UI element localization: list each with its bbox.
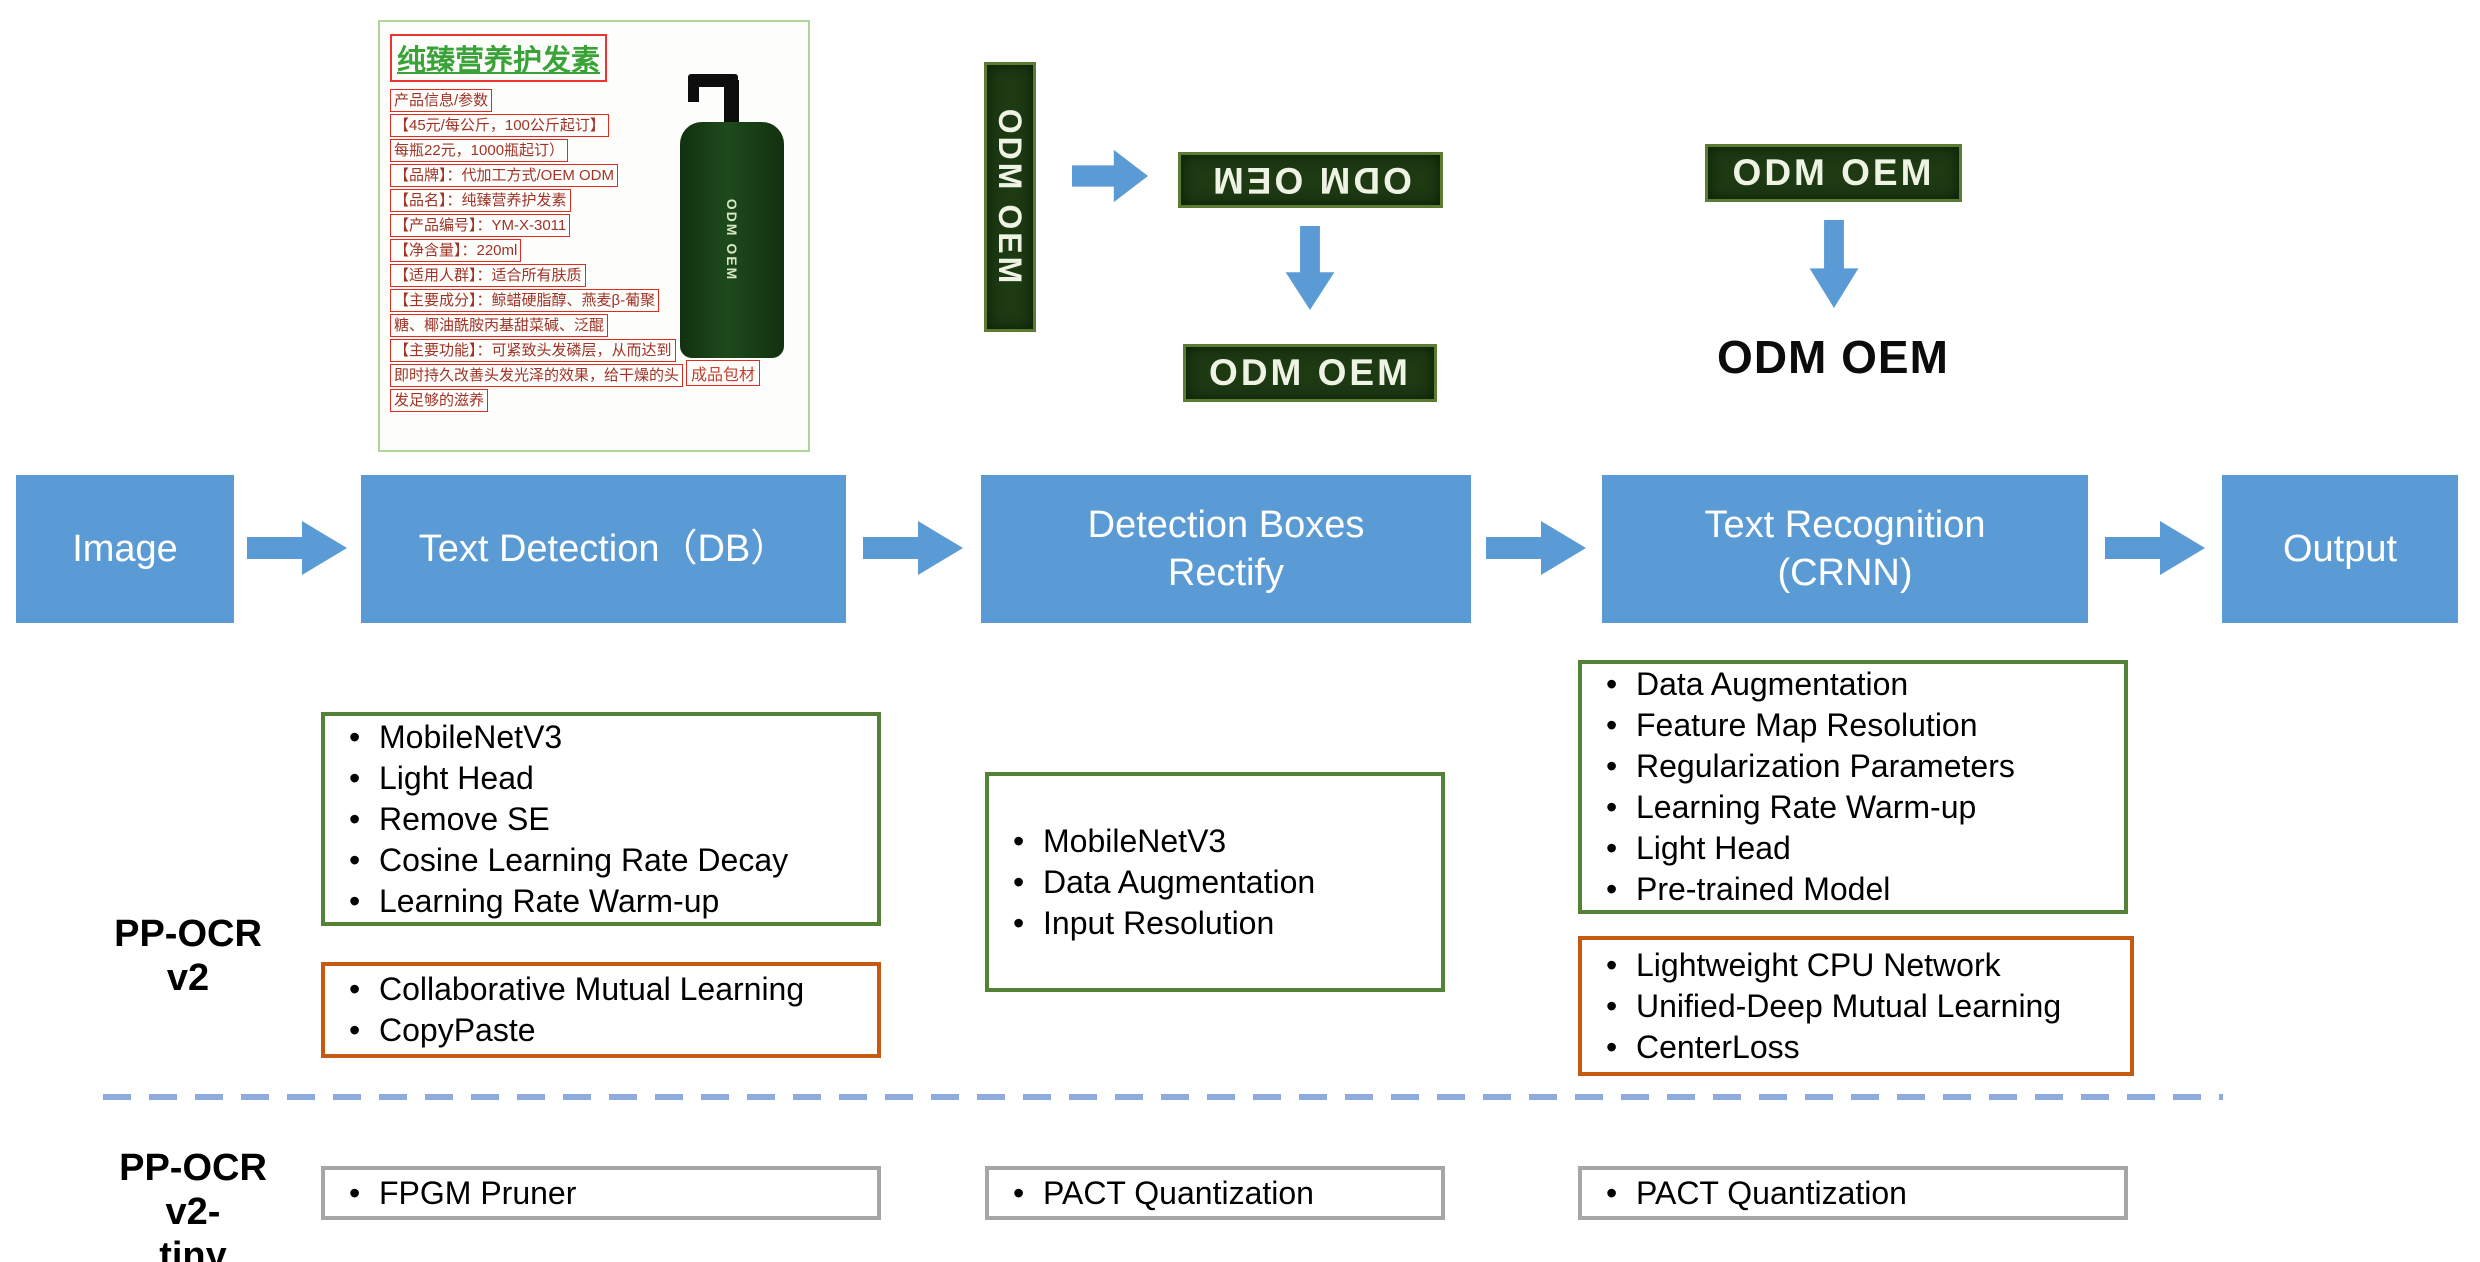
- rectified-crop: ODM OEM: [1183, 344, 1437, 402]
- detected-crop-vertical: ODM OEM: [984, 62, 1036, 332]
- arrow-right-icon: [1486, 517, 1586, 579]
- list-item: Cosine Learning Rate Decay: [341, 840, 867, 881]
- list-item: Data Augmentation: [1005, 862, 1431, 903]
- arrow-right-icon: [2105, 517, 2205, 579]
- recognition-new-strategies-box: Lightweight CPU Network Unified-Deep Mut…: [1578, 936, 2134, 1076]
- list-item: Lightweight CPU Network: [1598, 945, 2120, 986]
- list-item: Learning Rate Warm-up: [1598, 787, 2114, 828]
- sample-input-image: 纯臻营养护发素 产品信息/参数 【45元/每公斤，100公斤起订】 每瓶22元，…: [378, 20, 810, 452]
- list-item: CopyPaste: [341, 1010, 867, 1051]
- ocr-text-line: 【主要成分】：鲸蜡硬脂醇、燕麦β-葡聚: [390, 289, 798, 314]
- ocr-text-line: 【主要功能】：可紧致头发磷层，从而达到: [390, 339, 798, 364]
- ocr-text-line: 【品牌】：代加工方式/OEM ODM: [390, 164, 798, 189]
- detected-title-box: 纯臻营养护发素: [390, 34, 608, 82]
- tiny-detection-box: FPGM Pruner: [321, 1166, 881, 1220]
- product-title-text: 纯臻营养护发素: [397, 45, 601, 77]
- stage-image: Image: [16, 475, 234, 623]
- dashed-divider: [103, 1094, 2223, 1100]
- detection-new-strategies-box: Collaborative Mutual Learning CopyPaste: [321, 962, 881, 1058]
- detection-strategies-box: MobileNetV3 Light Head Remove SE Cosine …: [321, 712, 881, 926]
- list-item: Pre-trained Model: [1598, 869, 2114, 910]
- arrow-right-icon: [247, 517, 347, 579]
- recognition-output-text: ODM OEM: [1717, 331, 1949, 383]
- ocr-text-line: 【适用人群】：适合所有肤质: [390, 264, 798, 289]
- list-item: Remove SE: [341, 799, 867, 840]
- list-item: CenterLoss: [1598, 1027, 2120, 1068]
- ocr-text-line: 产品信息/参数: [390, 89, 798, 114]
- recognition-input-crop: ODM OEM: [1705, 144, 1962, 202]
- shampoo-bottle-image: ODM OEM: [672, 66, 792, 362]
- list-item: PACT Quantization: [1005, 1173, 1431, 1214]
- ocr-text-line: 发足够的滋养: [390, 389, 798, 414]
- detected-crop-flipped: ODM OEM: [1178, 152, 1443, 208]
- list-item: MobileNetV3: [341, 717, 867, 758]
- arrow-down-icon: [1806, 220, 1862, 308]
- ocr-text-line: 【产品编号】：YM-X-3011: [390, 214, 798, 239]
- list-item: Collaborative Mutual Learning: [341, 969, 867, 1010]
- list-item: Light Head: [341, 758, 867, 799]
- row-label-ppocr-v2: PP-OCR v2: [114, 913, 262, 999]
- ocr-text-line: 每瓶22元，1000瓶起订）: [390, 139, 798, 164]
- bottle-label-text: ODM OEM: [724, 198, 740, 282]
- rectify-strategies-box: MobileNetV3 Data Augmentation Input Reso…: [985, 772, 1445, 992]
- row-label-ppocr-v2-tiny: PP-OCR v2- tiny: [119, 1147, 267, 1262]
- list-item: Light Head: [1598, 828, 2114, 869]
- ocr-text-line: 糖、椰油酰胺丙基甜菜碱、泛醌: [390, 314, 798, 339]
- recognition-strategies-box: Data Augmentation Feature Map Resolution…: [1578, 660, 2128, 914]
- arrow-down-icon: [1282, 226, 1338, 310]
- stage-output: Output: [2222, 475, 2458, 623]
- stage-text-recognition: Text Recognition (CRNN): [1602, 475, 2088, 623]
- tiny-recognition-box: PACT Quantization: [1578, 1166, 2128, 1220]
- ocr-text-line: 【净含量】：220ml: [390, 239, 798, 264]
- list-item: Regularization Parameters: [1598, 746, 2114, 787]
- ocr-side-note: 成品包材: [686, 360, 761, 386]
- arrow-right-icon: [863, 517, 963, 579]
- ocr-text-line: 即时持久改善头发光泽的效果，给干燥的头: [390, 364, 798, 389]
- list-item: Learning Rate Warm-up: [341, 881, 867, 922]
- tiny-rectify-box: PACT Quantization: [985, 1166, 1445, 1220]
- list-item: FPGM Pruner: [341, 1173, 867, 1214]
- list-item: MobileNetV3: [1005, 821, 1431, 862]
- list-item: PACT Quantization: [1598, 1173, 2114, 1214]
- ocr-text-line: 【品名】：纯臻营养护发素: [390, 189, 798, 214]
- list-item: Unified-Deep Mutual Learning: [1598, 986, 2120, 1027]
- list-item: Data Augmentation: [1598, 664, 2114, 705]
- stage-detection-boxes-rectify: Detection Boxes Rectify: [981, 475, 1471, 623]
- ocr-text-line: 【45元/每公斤，100公斤起订】: [390, 114, 798, 139]
- arrow-right-icon: [1072, 146, 1148, 206]
- list-item: Input Resolution: [1005, 903, 1431, 944]
- list-item: Feature Map Resolution: [1598, 705, 2114, 746]
- stage-text-detection: Text Detection（DB）: [361, 475, 846, 623]
